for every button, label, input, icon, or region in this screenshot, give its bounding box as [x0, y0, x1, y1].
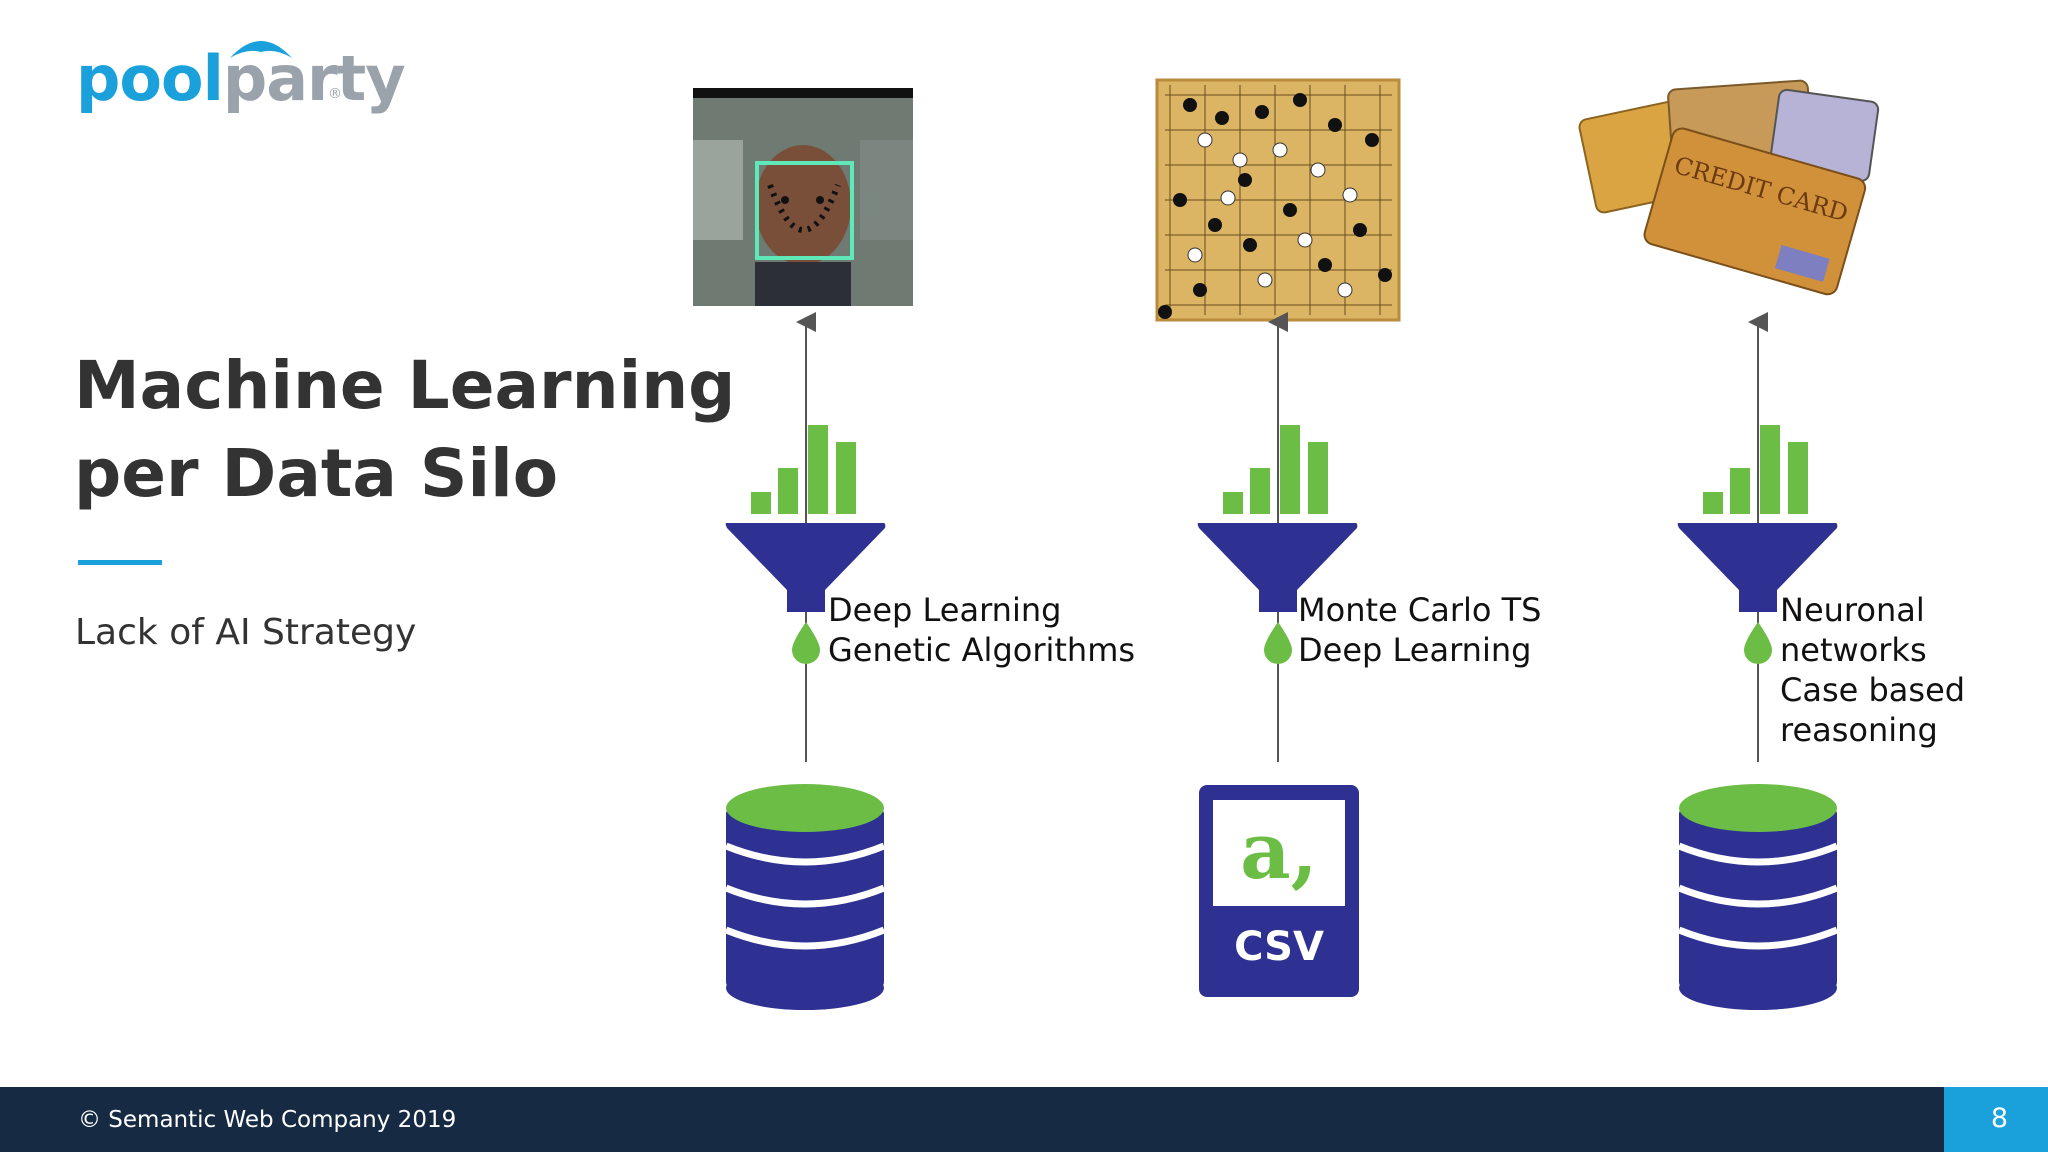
- algorithm-label-line: Deep Learning: [828, 591, 1062, 629]
- title-accent-divider: [78, 560, 162, 565]
- data-silo-diagram: a, CSV CREDIT CARD: [690, 78, 1880, 1010]
- credit-cards-image: CREDIT CARD: [1578, 79, 1880, 296]
- poolparty-logo: poolparty ®: [76, 30, 406, 120]
- algorithm-label-line: Case based: [1780, 671, 1966, 709]
- algorithm-label-line: Genetic Algorithms: [828, 631, 1136, 669]
- funnel-icon: [725, 523, 886, 612]
- algorithm-label-1: Deep Learning Genetic Algorithms: [828, 590, 1135, 670]
- column-3: CREDIT CARD: [1578, 79, 1880, 1010]
- slide-footer: © Semantic Web Company 2019 8: [0, 1087, 2048, 1152]
- csv-letter: a,: [1240, 806, 1318, 897]
- logo-registered-mark: ®: [328, 86, 342, 102]
- bar-chart-icon: [751, 425, 856, 514]
- algorithm-label-3: Neuronal networks Case based reasoning: [1780, 590, 1965, 750]
- face-recognition-image: [690, 80, 915, 312]
- database-icon: [1677, 784, 1839, 1010]
- drop-icon: [1264, 622, 1292, 664]
- column-2: a, CSV: [1155, 78, 1401, 997]
- footer-copyright: © Semantic Web Company 2019: [78, 1107, 457, 1133]
- bar-chart-icon: [1223, 425, 1328, 514]
- database-icon: [724, 784, 886, 1010]
- funnel-icon: [1197, 523, 1358, 612]
- slide-title-line-1: Machine Learning: [74, 347, 736, 424]
- umbrella-icon: [230, 41, 292, 58]
- csv-label: CSV: [1234, 924, 1324, 970]
- slide-title-line-2: per Data Silo: [74, 435, 559, 512]
- funnel-icon: [1677, 523, 1838, 612]
- algorithm-label-line: Neuronal: [1780, 591, 1925, 629]
- page-number-box: 8: [1944, 1087, 2048, 1152]
- algorithm-label-line: Monte Carlo TS: [1298, 591, 1542, 629]
- drop-icon: [1744, 622, 1772, 664]
- slide-subtitle: Lack of AI Strategy: [75, 612, 417, 653]
- drop-icon: [792, 622, 820, 664]
- logo-text-pool: pool: [76, 42, 224, 115]
- slide-title: Machine Learning per Data Silo: [74, 342, 735, 518]
- algorithm-label-2: Monte Carlo TS Deep Learning: [1298, 590, 1541, 670]
- page-number: 8: [1990, 1103, 2008, 1134]
- column-1: [690, 80, 915, 1010]
- csv-file-icon: a, CSV: [1199, 785, 1359, 997]
- logo-text-party: party: [222, 42, 406, 115]
- algorithm-label-line: reasoning: [1780, 711, 1938, 749]
- bar-chart-icon: [1703, 425, 1808, 514]
- go-board-image: [1155, 78, 1401, 322]
- algorithm-label-line: Deep Learning: [1298, 631, 1532, 669]
- algorithm-label-line: networks: [1780, 631, 1927, 669]
